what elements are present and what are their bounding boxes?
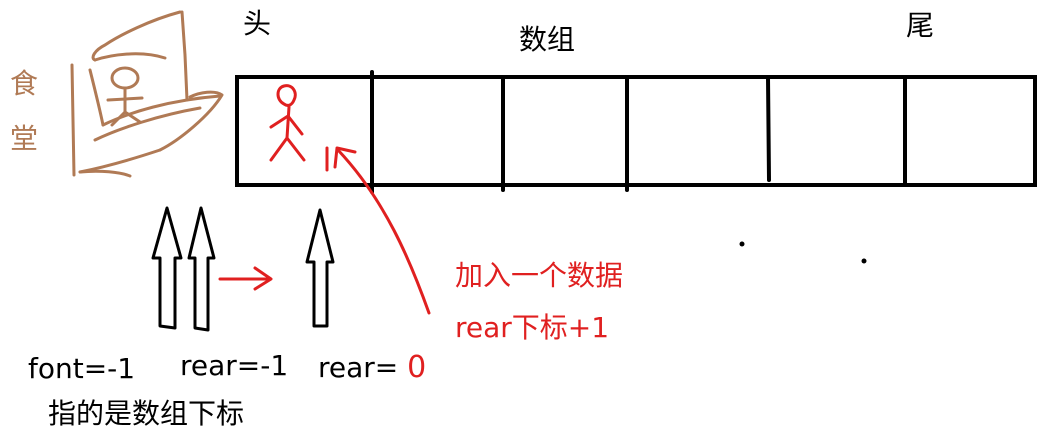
rear-before-label: rear=-1 (180, 349, 289, 382)
head-label: 头 (243, 7, 272, 40)
rear-after-value: 0 (407, 350, 427, 385)
array-outline (235, 75, 1037, 187)
array-label: 数组 (519, 23, 576, 56)
cell-divider (766, 75, 771, 182)
annotation-line-1: 加入一个数据 (455, 259, 624, 292)
rear-after-prefix: rear= (318, 351, 408, 384)
up-arrow-icon (151, 206, 183, 330)
stray-dot (739, 241, 745, 247)
up-arrow-icon (305, 208, 335, 328)
right-arrow-icon (218, 266, 273, 291)
array-cell-dividers (370, 70, 907, 194)
stick-figure-icon (269, 84, 329, 172)
rear-after-label: rear= 0 (318, 353, 426, 383)
annotation-line-2: rear下标+1 (455, 311, 610, 344)
front-pointer-label: font=-1 (28, 352, 136, 385)
canteen-char-1: 食 (10, 67, 39, 100)
tail-label: 尾 (906, 9, 935, 42)
stray-dot (861, 258, 867, 264)
canteen-sketch-icon (70, 10, 224, 178)
canteen-char-2: 堂 (10, 122, 39, 155)
up-arrow-icon (187, 206, 216, 332)
footer-note: 指的是数组下标 (48, 397, 245, 430)
curved-arrow-icon (333, 146, 431, 315)
